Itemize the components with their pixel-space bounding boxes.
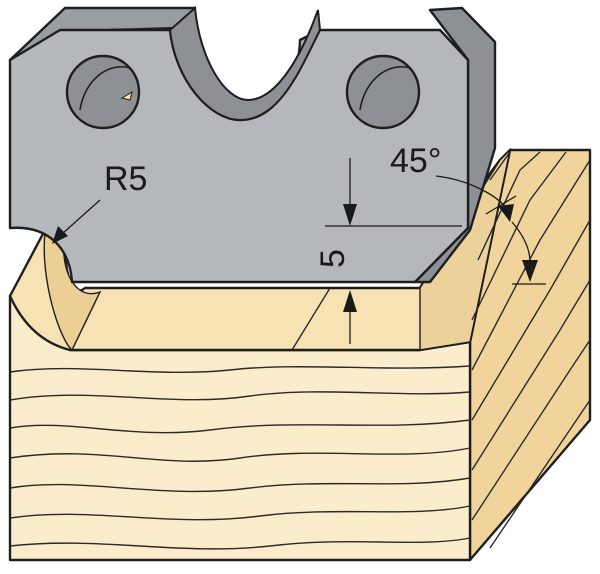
knife-cutout-shadow xyxy=(168,5,322,122)
angle-arrowhead-bottom xyxy=(522,260,538,282)
radius-callout: R5 xyxy=(52,160,147,244)
angle-arrowhead-top xyxy=(498,204,514,222)
depth-arrow-up xyxy=(343,290,357,312)
angle-label: 45° xyxy=(390,142,441,180)
wood-chamfer-bevel xyxy=(419,147,512,351)
wood-grain-front xyxy=(9,365,471,550)
wood-block xyxy=(8,147,592,562)
radius-arrowhead xyxy=(52,226,68,244)
wood-grain-side xyxy=(471,151,591,549)
angle-dimension: 45° xyxy=(390,142,546,285)
depth-arrow-down xyxy=(343,204,357,226)
depth-label: 5 xyxy=(314,249,352,268)
depth-dimension: 5 xyxy=(314,158,462,344)
knife-mounting-hole-right xyxy=(345,54,421,130)
knife-mounting-hole-left xyxy=(65,54,141,130)
profile-knife xyxy=(8,5,497,284)
radius-label: R5 xyxy=(104,160,147,198)
